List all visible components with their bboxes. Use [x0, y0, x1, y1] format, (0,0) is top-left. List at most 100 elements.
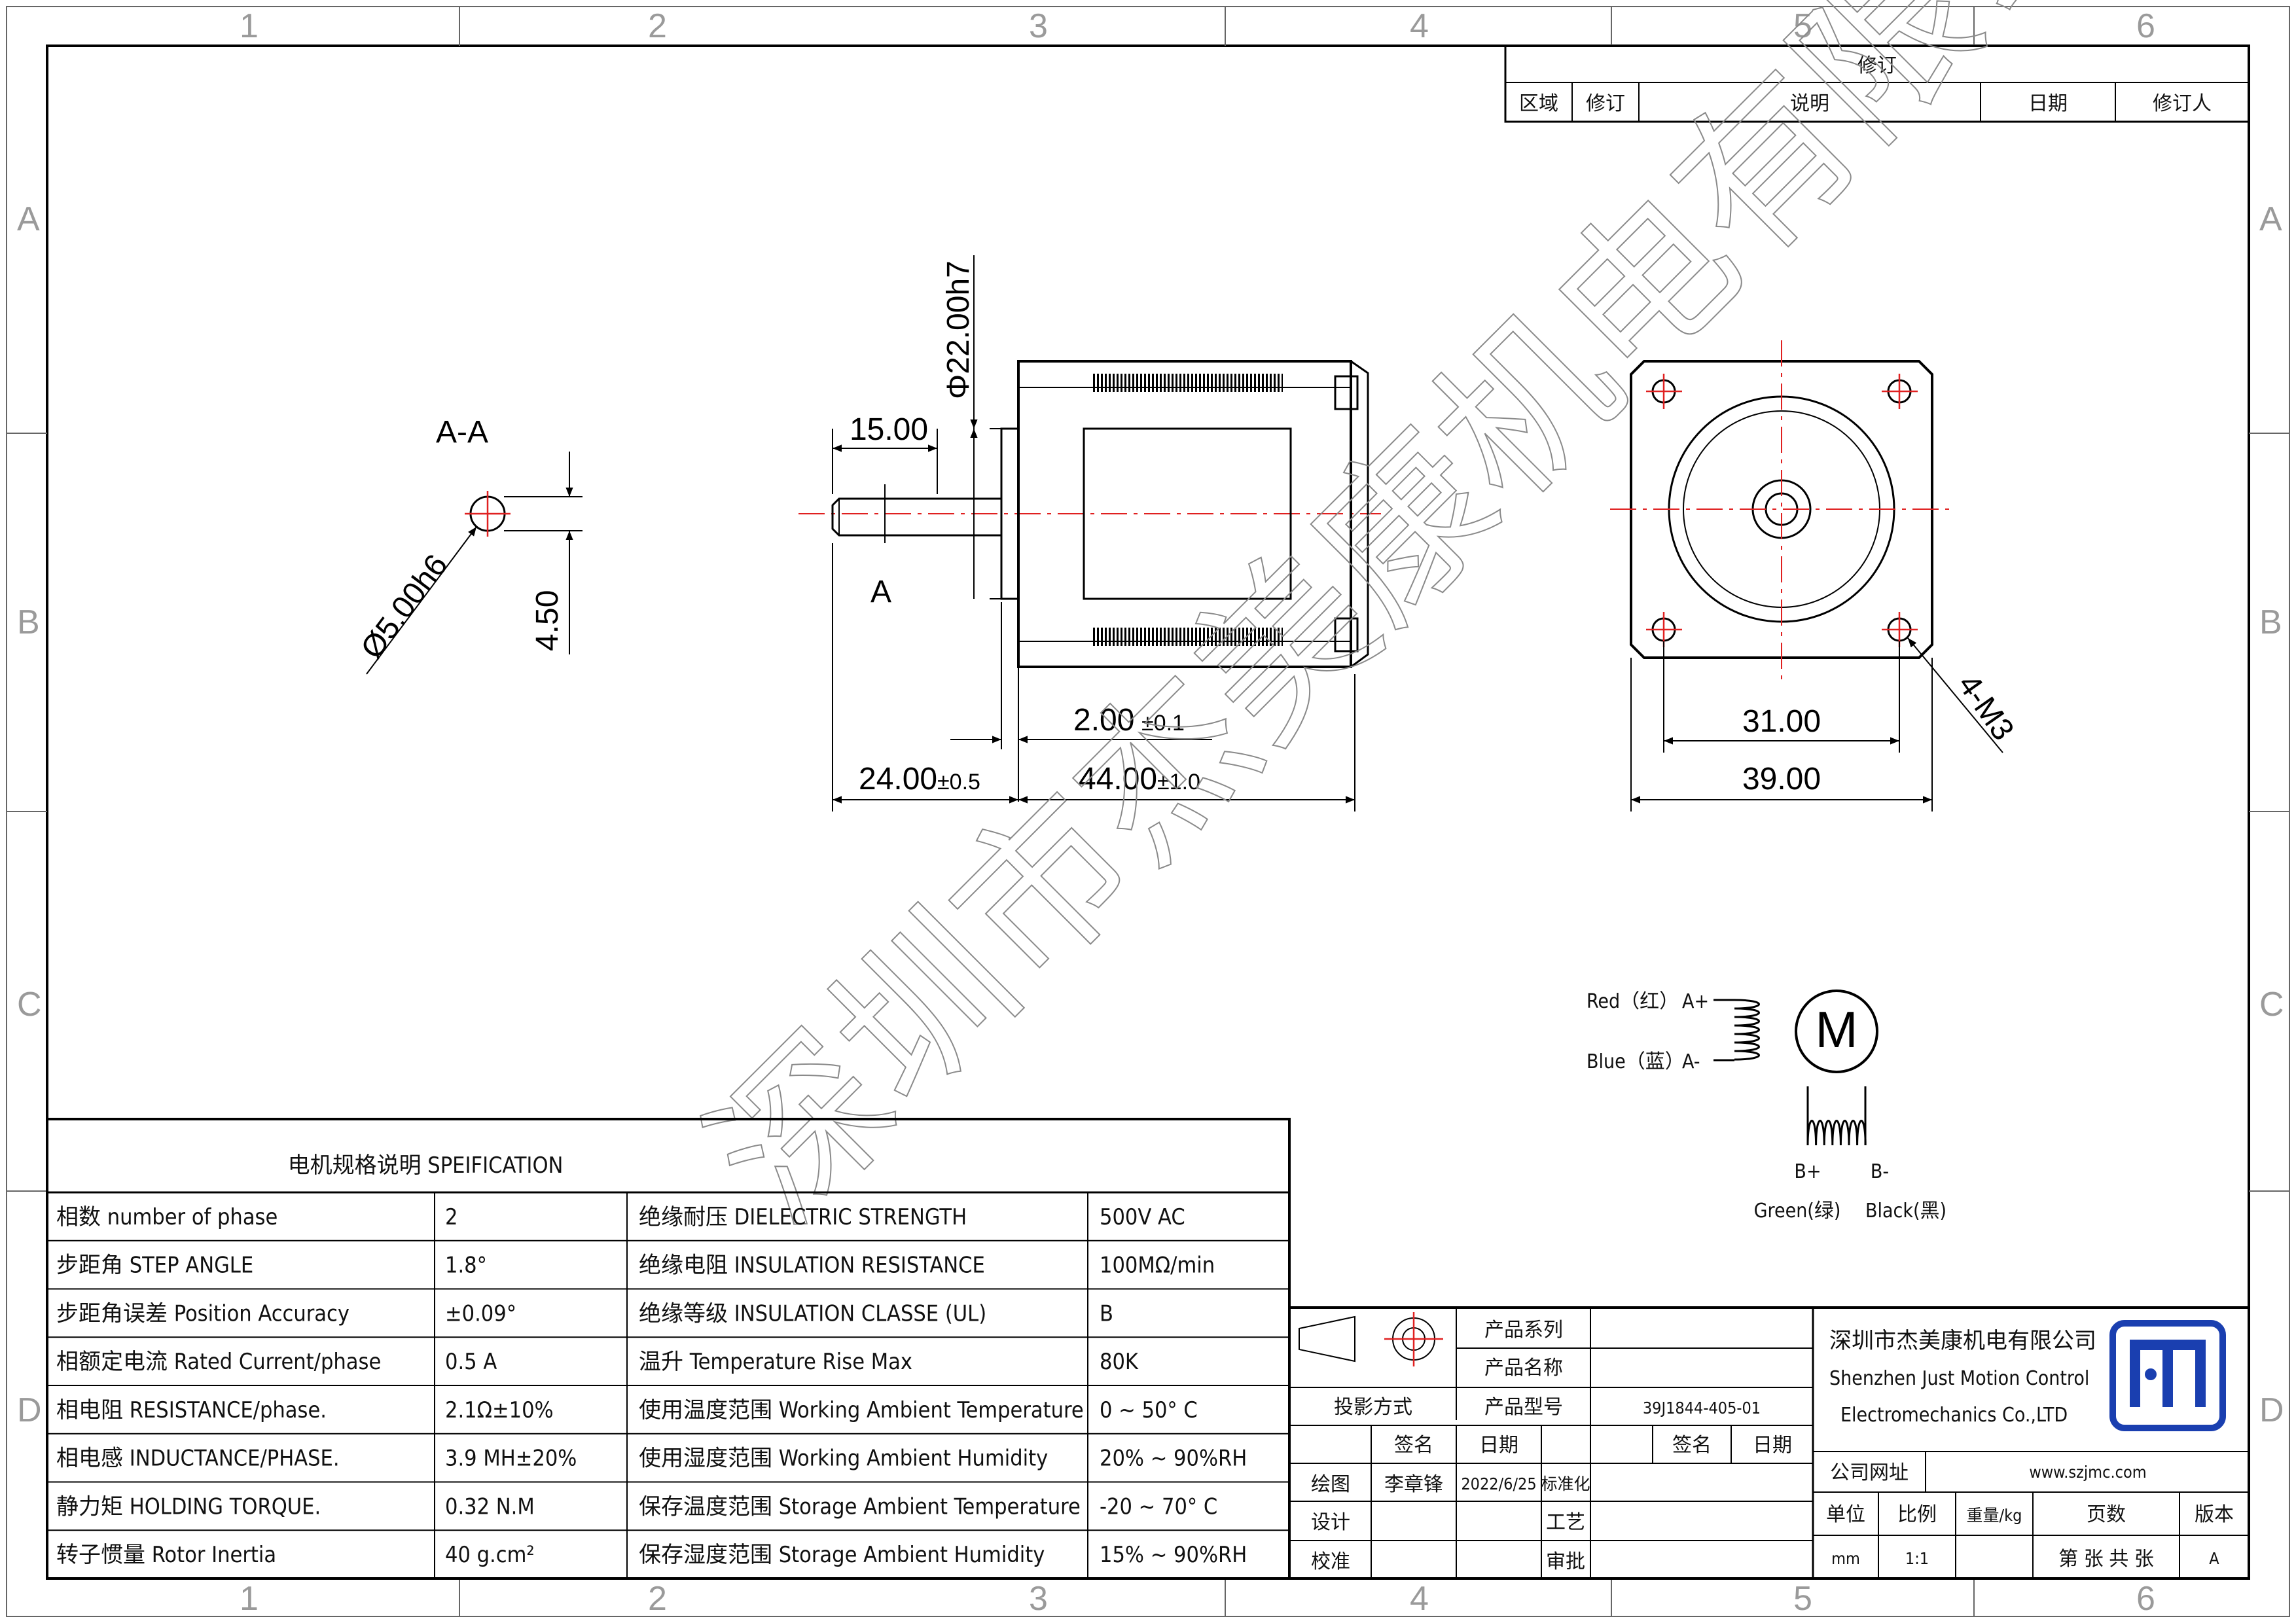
boss-dim: 2.00 — [1073, 703, 1134, 738]
body-width-dim: 39.00 — [1742, 762, 1821, 796]
frame-row-b-right: B — [2259, 603, 2282, 641]
sign-header-2: 签名 — [1672, 1434, 1712, 1457]
weight-label: 重量/kg — [1967, 1506, 2022, 1525]
spec-cell: 转子惯量 Rotor Inertia — [56, 1542, 276, 1568]
wire-a-plus-color: Red（红） — [1587, 990, 1679, 1013]
revision-title: 修订 — [1857, 54, 1897, 77]
wire-a-minus: A- — [1682, 1050, 1700, 1073]
spec-cell: 0 ~ 50° C — [1100, 1397, 1198, 1423]
watermark-text: 深圳市杰美康机电有限公司 — [674, 0, 2258, 1259]
sign-header: 签名 — [1394, 1434, 1433, 1457]
spec-cell: -20 ~ 70° C — [1100, 1493, 1217, 1520]
section-flat-dim: 4.50 — [530, 590, 565, 651]
process-label: 工艺 — [1546, 1511, 1585, 1534]
spec-cell: 2.1Ω±10% — [445, 1397, 554, 1423]
company-name-en-2: Electromechanics Co.,LTD — [1840, 1404, 2068, 1427]
spec-cell: 使用温度范围 Working Ambient Temperature — [639, 1397, 1084, 1423]
section-view-a-a: A-A 4.50 Ø5.00h6 — [354, 415, 583, 675]
frame-col-3-bottom: 3 — [1029, 1580, 1048, 1618]
spec-cell: 相电阻 RESISTANCE/phase. — [56, 1397, 327, 1423]
drawn-label: 绘图 — [1311, 1473, 1350, 1496]
frame-row-a: A — [17, 200, 40, 238]
frame-col-2-bottom: 2 — [648, 1580, 667, 1618]
frame-col-6-bottom: 6 — [2136, 1580, 2155, 1618]
spec-cell: 步距角 STEP ANGLE — [56, 1253, 253, 1279]
boss-tol: ±0.1 — [1141, 711, 1185, 736]
pages-value: 第 张 共 张 — [2058, 1548, 2154, 1571]
spec-cell: 3.9 MH±20% — [445, 1446, 577, 1472]
spec-cell: 绝缘耐压 DIELECTRIC STRENGTH — [639, 1204, 967, 1230]
drawn-date: 2022/6/25 — [1461, 1474, 1536, 1493]
revision-header-date: 日期 — [2028, 92, 2068, 115]
product-name-label: 产品名称 — [1484, 1357, 1563, 1380]
scale-label: 比例 — [1897, 1503, 1937, 1526]
spec-cell: 保存湿度范围 Storage Ambient Humidity — [639, 1542, 1045, 1568]
spec-title: 电机规格说明 SPEIFICATION — [288, 1152, 564, 1179]
motor-symbol: M — [1816, 1001, 1858, 1058]
frame-col-4: 4 — [1410, 7, 1429, 45]
projection-label: 投影方式 — [1334, 1396, 1412, 1419]
spec-cell: 相电感 INDUCTANCE/PHASE. — [56, 1446, 340, 1472]
wiring-diagram: Red（红） A+ Blue（蓝） A- M B+ B- Green(绿) Bl… — [1587, 990, 1946, 1222]
hole-pitch-dim: 31.00 — [1742, 704, 1821, 739]
frame-row-c: C — [17, 986, 42, 1024]
wire-a-plus: A+ — [1682, 990, 1709, 1013]
frame-col-6: 6 — [2136, 7, 2155, 45]
frame-col-5: 5 — [1793, 7, 1812, 45]
spec-cell: 步距角误差 Position Accuracy — [56, 1300, 350, 1327]
frame-row-d: D — [17, 1391, 42, 1429]
spec-cell: 80K — [1100, 1349, 1139, 1375]
wire-b-minus: B- — [1871, 1160, 1889, 1183]
spec-cell: 静力矩 HOLDING TORQUE. — [56, 1493, 321, 1520]
revision-table: 修订 区域 修订 说明 日期 修订人 — [1504, 45, 2250, 123]
date-header: 日期 — [1479, 1434, 1518, 1457]
company-name-en-1: Shenzhen Just Motion Control — [1829, 1367, 2089, 1390]
revision-header-reviser: 修订人 — [2153, 92, 2212, 115]
unit-label: 单位 — [1826, 1503, 1865, 1526]
approve-label: 审批 — [1546, 1550, 1585, 1573]
design-label: 设计 — [1311, 1511, 1350, 1534]
company-watermark: 深圳市杰美康机电有限公司 — [673, 0, 2259, 1260]
frame-col-4-bottom: 4 — [1410, 1580, 1429, 1618]
revision-header-desc: 说明 — [1790, 92, 1829, 115]
shaft-length-tol: ±0.5 — [937, 770, 980, 794]
spec-cell: 20% ~ 90%RH — [1100, 1446, 1247, 1472]
section-diameter-dim: Ø5.00h6 — [354, 548, 454, 666]
wire-a-minus-color: Blue（蓝） — [1587, 1050, 1685, 1073]
spec-cell: 0.32 N.M — [445, 1493, 535, 1520]
wire-b-plus-color: Green(绿) — [1754, 1200, 1841, 1222]
spec-cell: 使用湿度范围 Working Ambient Humidity — [639, 1446, 1048, 1472]
shaft-flat-length-dim: 15.00 — [850, 412, 928, 447]
revision-header-rev: 修订 — [1586, 92, 1625, 115]
website-value: www.szjmc.com — [2029, 1463, 2146, 1482]
frame-col-1: 1 — [240, 7, 259, 45]
frame-row-d-right: D — [2259, 1391, 2284, 1429]
mounting-holes-dim: 4-M3 — [1951, 668, 2020, 747]
spec-cell: 相额定电流 Rated Current/phase — [56, 1349, 381, 1375]
frame-row-b: B — [17, 603, 40, 641]
spec-cell: 40 g.cm² — [445, 1542, 535, 1568]
spec-cell: 100MΩ/min — [1100, 1253, 1215, 1279]
body-length-tol: ±1.0 — [1157, 770, 1200, 794]
version-label: 版本 — [2195, 1503, 2234, 1526]
standard-label: 标准化 — [1541, 1474, 1590, 1493]
frame-col-2: 2 — [648, 7, 667, 45]
motor-side-view: A Φ22.00h7 15.00 2.00 ±0.1 24.00 ±0.5 44… — [798, 255, 1381, 812]
motor-front-view: 31.00 39.00 4-M3 — [1610, 340, 2020, 812]
company-logo — [2109, 1320, 2226, 1431]
section-cut-mark: A — [870, 575, 891, 609]
spec-cell: ±0.09° — [445, 1300, 516, 1327]
date-header-2: 日期 — [1753, 1434, 1792, 1457]
unit-value: mm — [1831, 1549, 1860, 1568]
spec-cell: 2 — [445, 1204, 457, 1230]
spec-cell: 500V AC — [1100, 1204, 1185, 1230]
frame-col-5-bottom: 5 — [1793, 1580, 1812, 1618]
spec-cell: 15% ~ 90%RH — [1100, 1542, 1247, 1568]
product-model-label: 产品型号 — [1484, 1396, 1563, 1419]
company-name-cn: 深圳市杰美康机电有限公司 — [1829, 1328, 2096, 1354]
shaft-length-dim: 24.00 — [859, 762, 937, 796]
spec-cell: 绝缘等级 INSULATION CLASSE (UL) — [639, 1300, 986, 1327]
spec-cell: 绝缘电阻 INSULATION RESISTANCE — [639, 1253, 985, 1279]
